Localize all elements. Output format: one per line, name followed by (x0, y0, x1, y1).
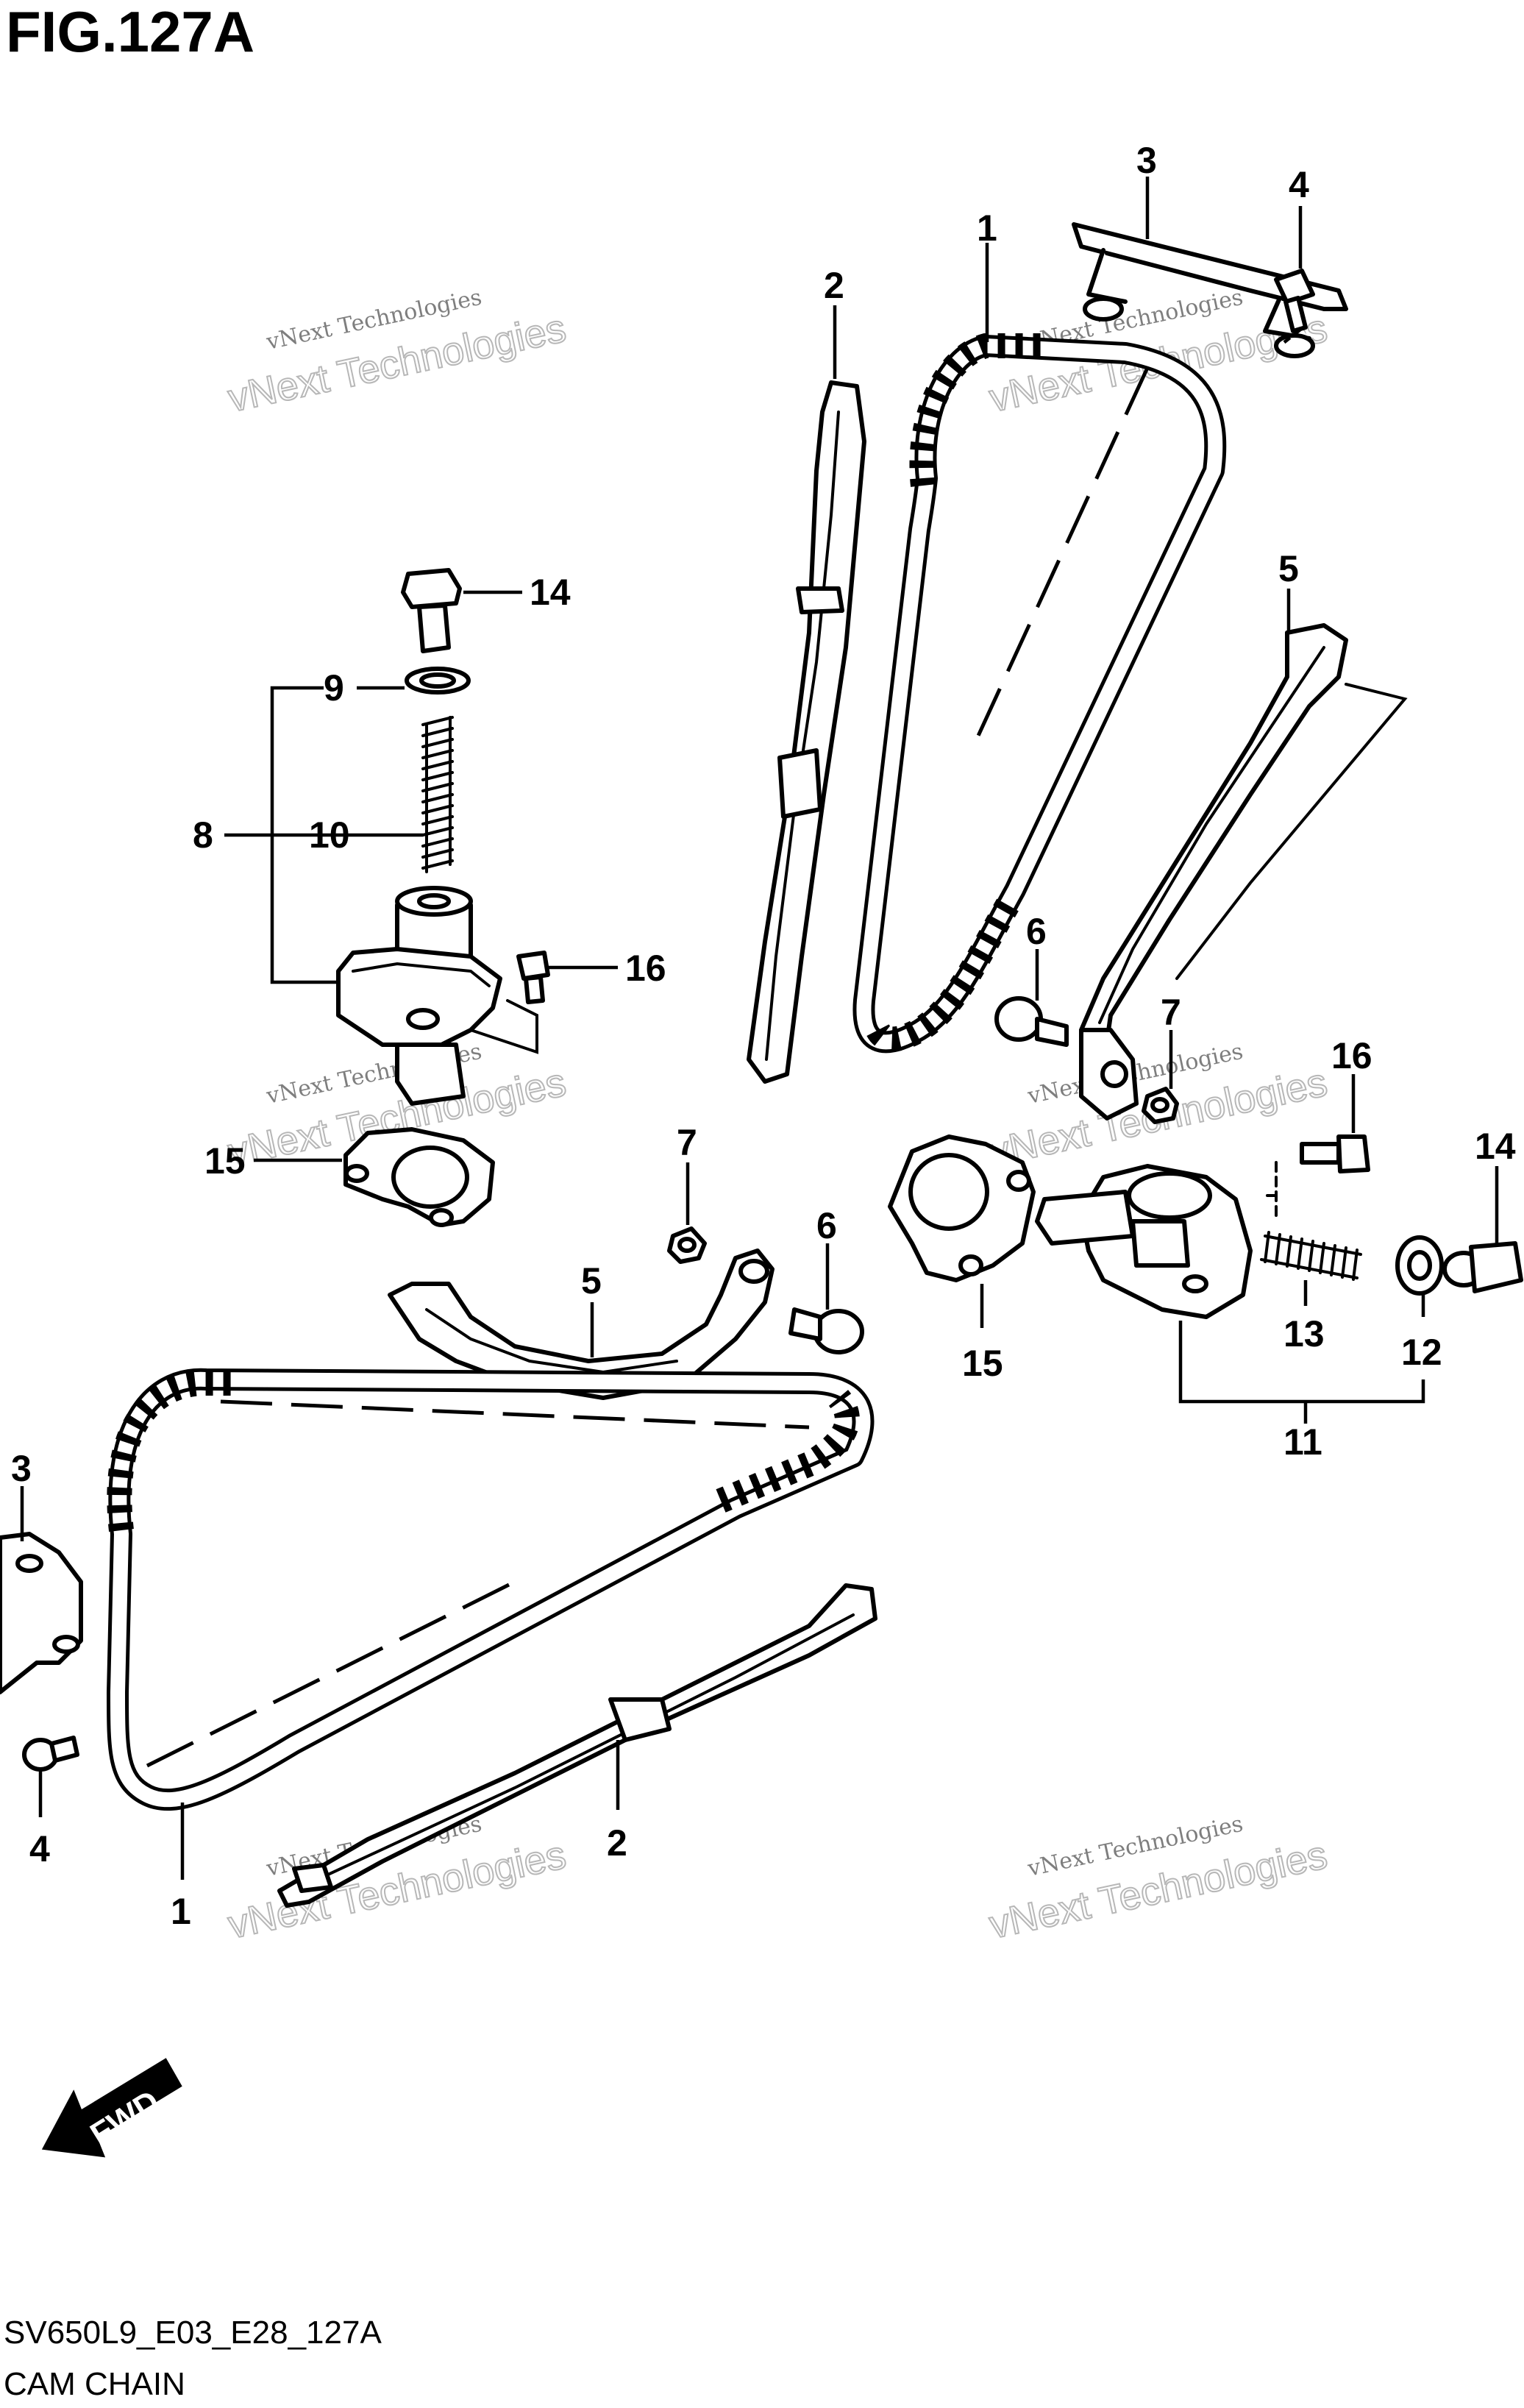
tensioner-bolt-small-right (1264, 1134, 1370, 1219)
svg-text:14: 14 (1475, 1126, 1516, 1167)
tensioner-spring-upper (421, 716, 454, 873)
watermark-top-left: vNext Technologies vNext Technologies (224, 285, 571, 422)
callout-3-upper: 3 (1136, 140, 1157, 239)
callout-15-left: 15 (204, 1140, 342, 1182)
svg-text:6: 6 (1026, 911, 1047, 952)
svg-text:11: 11 (1283, 1421, 1322, 1463)
svg-text:8: 8 (193, 814, 213, 856)
callout-4-upper: 4 (1289, 164, 1309, 269)
callout-10: 10 (309, 814, 350, 856)
svg-text:4: 4 (29, 1828, 50, 1869)
svg-text:1: 1 (171, 1891, 191, 1932)
callout-14-right: 14 (1475, 1126, 1516, 1243)
tensioner-bolt-right (1442, 1241, 1523, 1293)
svg-text:15: 15 (962, 1343, 1003, 1384)
svg-text:4: 4 (1289, 164, 1309, 205)
svg-text:10: 10 (309, 814, 350, 856)
svg-text:12: 12 (1401, 1332, 1442, 1373)
washer-mid-left (667, 1226, 707, 1264)
svg-text:1: 1 (977, 207, 997, 249)
tensioner-washer-upper (405, 667, 471, 695)
callout-4-lower: 4 (29, 1769, 50, 1869)
callout-16-right: 16 (1331, 1035, 1372, 1133)
tensioner-body-right (1035, 1164, 1253, 1319)
callout-7-mid: 7 (677, 1122, 697, 1225)
washer-mid-right (1142, 1087, 1179, 1124)
tensioner-spring-right (1260, 1231, 1362, 1281)
guide-plate-lower (0, 1532, 83, 1694)
callout-14-upper: 14 (463, 572, 571, 613)
forward-direction-arrow: FWD (41, 2058, 182, 2158)
callout-12: 12 (1401, 1295, 1442, 1373)
svg-text:3: 3 (1136, 140, 1157, 181)
svg-text:5: 5 (581, 1260, 602, 1301)
cam-chain-upper (852, 333, 1227, 1054)
tensioner-body-upper (336, 886, 502, 1106)
svg-text:9: 9 (324, 667, 344, 708)
callout-1-upper: 1 (977, 207, 997, 342)
svg-text:7: 7 (1161, 992, 1181, 1033)
callout-16-upper: 16 (548, 948, 666, 989)
bracket-left (224, 686, 423, 984)
callout-9: 9 (324, 667, 405, 708)
tensioner-gasket-right (888, 1134, 1036, 1282)
svg-text:16: 16 (1331, 1035, 1372, 1076)
tensioner-gasket-left (343, 1127, 495, 1227)
callout-8: 8 (193, 814, 213, 856)
bracket-right (1178, 1321, 1425, 1424)
watermark-bottom-right: vNext Technologies vNext Technologies (985, 1811, 1332, 1948)
svg-text:6: 6 (816, 1205, 837, 1246)
svg-text:15: 15 (204, 1140, 246, 1182)
svg-text:14: 14 (530, 572, 571, 613)
callout-2-lower: 2 (607, 1740, 627, 1864)
bolt-upper (1274, 269, 1315, 347)
cam-chain-lower (107, 1368, 875, 1811)
svg-text:16: 16 (625, 948, 666, 989)
callout-11: 11 (1283, 1421, 1322, 1463)
bolt-pivot-upper (994, 996, 1069, 1047)
callout-13: 13 (1283, 1280, 1325, 1354)
svg-text:13: 13 (1283, 1313, 1325, 1354)
svg-text:2: 2 (607, 1822, 627, 1864)
callout-15-right: 15 (962, 1284, 1003, 1384)
callout-1-lower: 1 (171, 1803, 191, 1932)
bolt-lower (22, 1736, 79, 1772)
tensioner-bolt-small-left (469, 951, 550, 1054)
callout-6-upper: 6 (1026, 911, 1047, 1001)
callout-5-lower: 5 (581, 1260, 602, 1357)
chain-guide-upper (747, 380, 866, 1084)
svg-text:3: 3 (11, 1448, 32, 1489)
callout-2-upper: 2 (824, 265, 844, 379)
tensioner-guide-upper (1079, 623, 1408, 1120)
figure-name: CAM CHAIN (4, 2366, 185, 2402)
bolt-pivot-mid (788, 1307, 864, 1354)
svg-text:2: 2 (824, 265, 844, 306)
tensioner-bolt-upper (401, 568, 462, 653)
svg-text:7: 7 (677, 1122, 697, 1163)
tensioner-washer-right (1395, 1235, 1444, 1296)
callout-6-mid: 6 (816, 1205, 837, 1310)
callout-7-upper: 7 (1161, 992, 1181, 1089)
figure-code: SV650L9_E03_E28_127A (4, 2315, 382, 2351)
callout-5-upper: 5 (1278, 548, 1299, 633)
chain-guide-lower (277, 1583, 877, 1908)
svg-text:5: 5 (1278, 548, 1299, 589)
callout-3-lower: 3 (11, 1448, 32, 1541)
figure-title: FIG.127A (6, 0, 254, 64)
